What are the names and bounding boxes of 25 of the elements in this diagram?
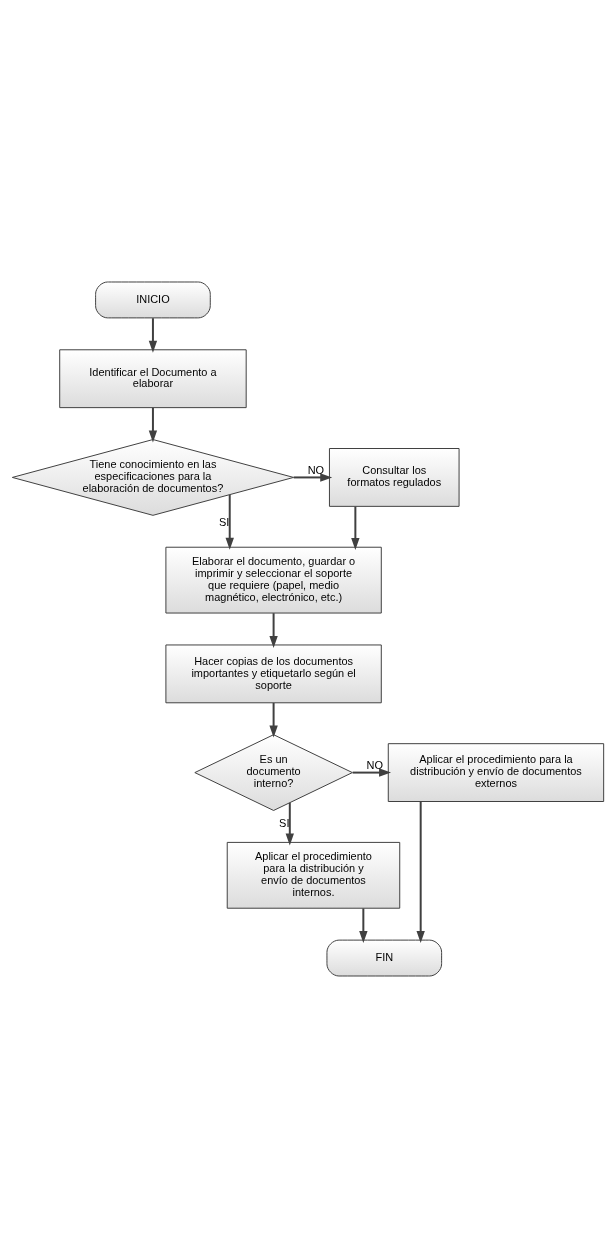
arrow — [148, 406, 158, 443]
node-box: Consultar los formatos regulados — [328, 448, 460, 507]
arrow — [351, 505, 360, 550]
arrow — [292, 473, 333, 482]
node-box: INICIO — [95, 281, 211, 319]
node-box: Aplicar el procedimiento para la distribución y envío de documentos externos — [387, 743, 605, 802]
node-box: Elaborar el documento, guardar o imprimir y seleccionar el soporte que requiere (papel, medio magnético, electrónico, etc.) — [165, 546, 382, 614]
arrow — [269, 612, 278, 648]
node-box: FIN — [326, 939, 443, 977]
node-box: Aplicar el procedimiento para la distribución y envío de documentos internos. — [226, 841, 401, 909]
arrow — [148, 317, 158, 353]
edge-label: SI — [219, 515, 230, 528]
node-diamond: Es un documento interno? — [194, 734, 353, 811]
edge-label: NO — [307, 464, 325, 477]
arrow — [285, 801, 294, 846]
edge-label: SI — [279, 817, 290, 830]
node-box: Identificar el Documento a elaborar — [59, 349, 247, 409]
arrow — [416, 800, 425, 943]
arrow — [269, 701, 278, 738]
edge-label: NO — [366, 759, 384, 772]
node-diamond: Tiene conocimiento en las especificaciones para la elaboración de documentos? — [11, 439, 295, 516]
arrow — [351, 768, 392, 777]
arrow — [359, 907, 368, 944]
arrow — [225, 493, 234, 550]
node-box: Hacer copias de los documentos importantes y etiquetarlo según el soporte — [165, 644, 382, 704]
